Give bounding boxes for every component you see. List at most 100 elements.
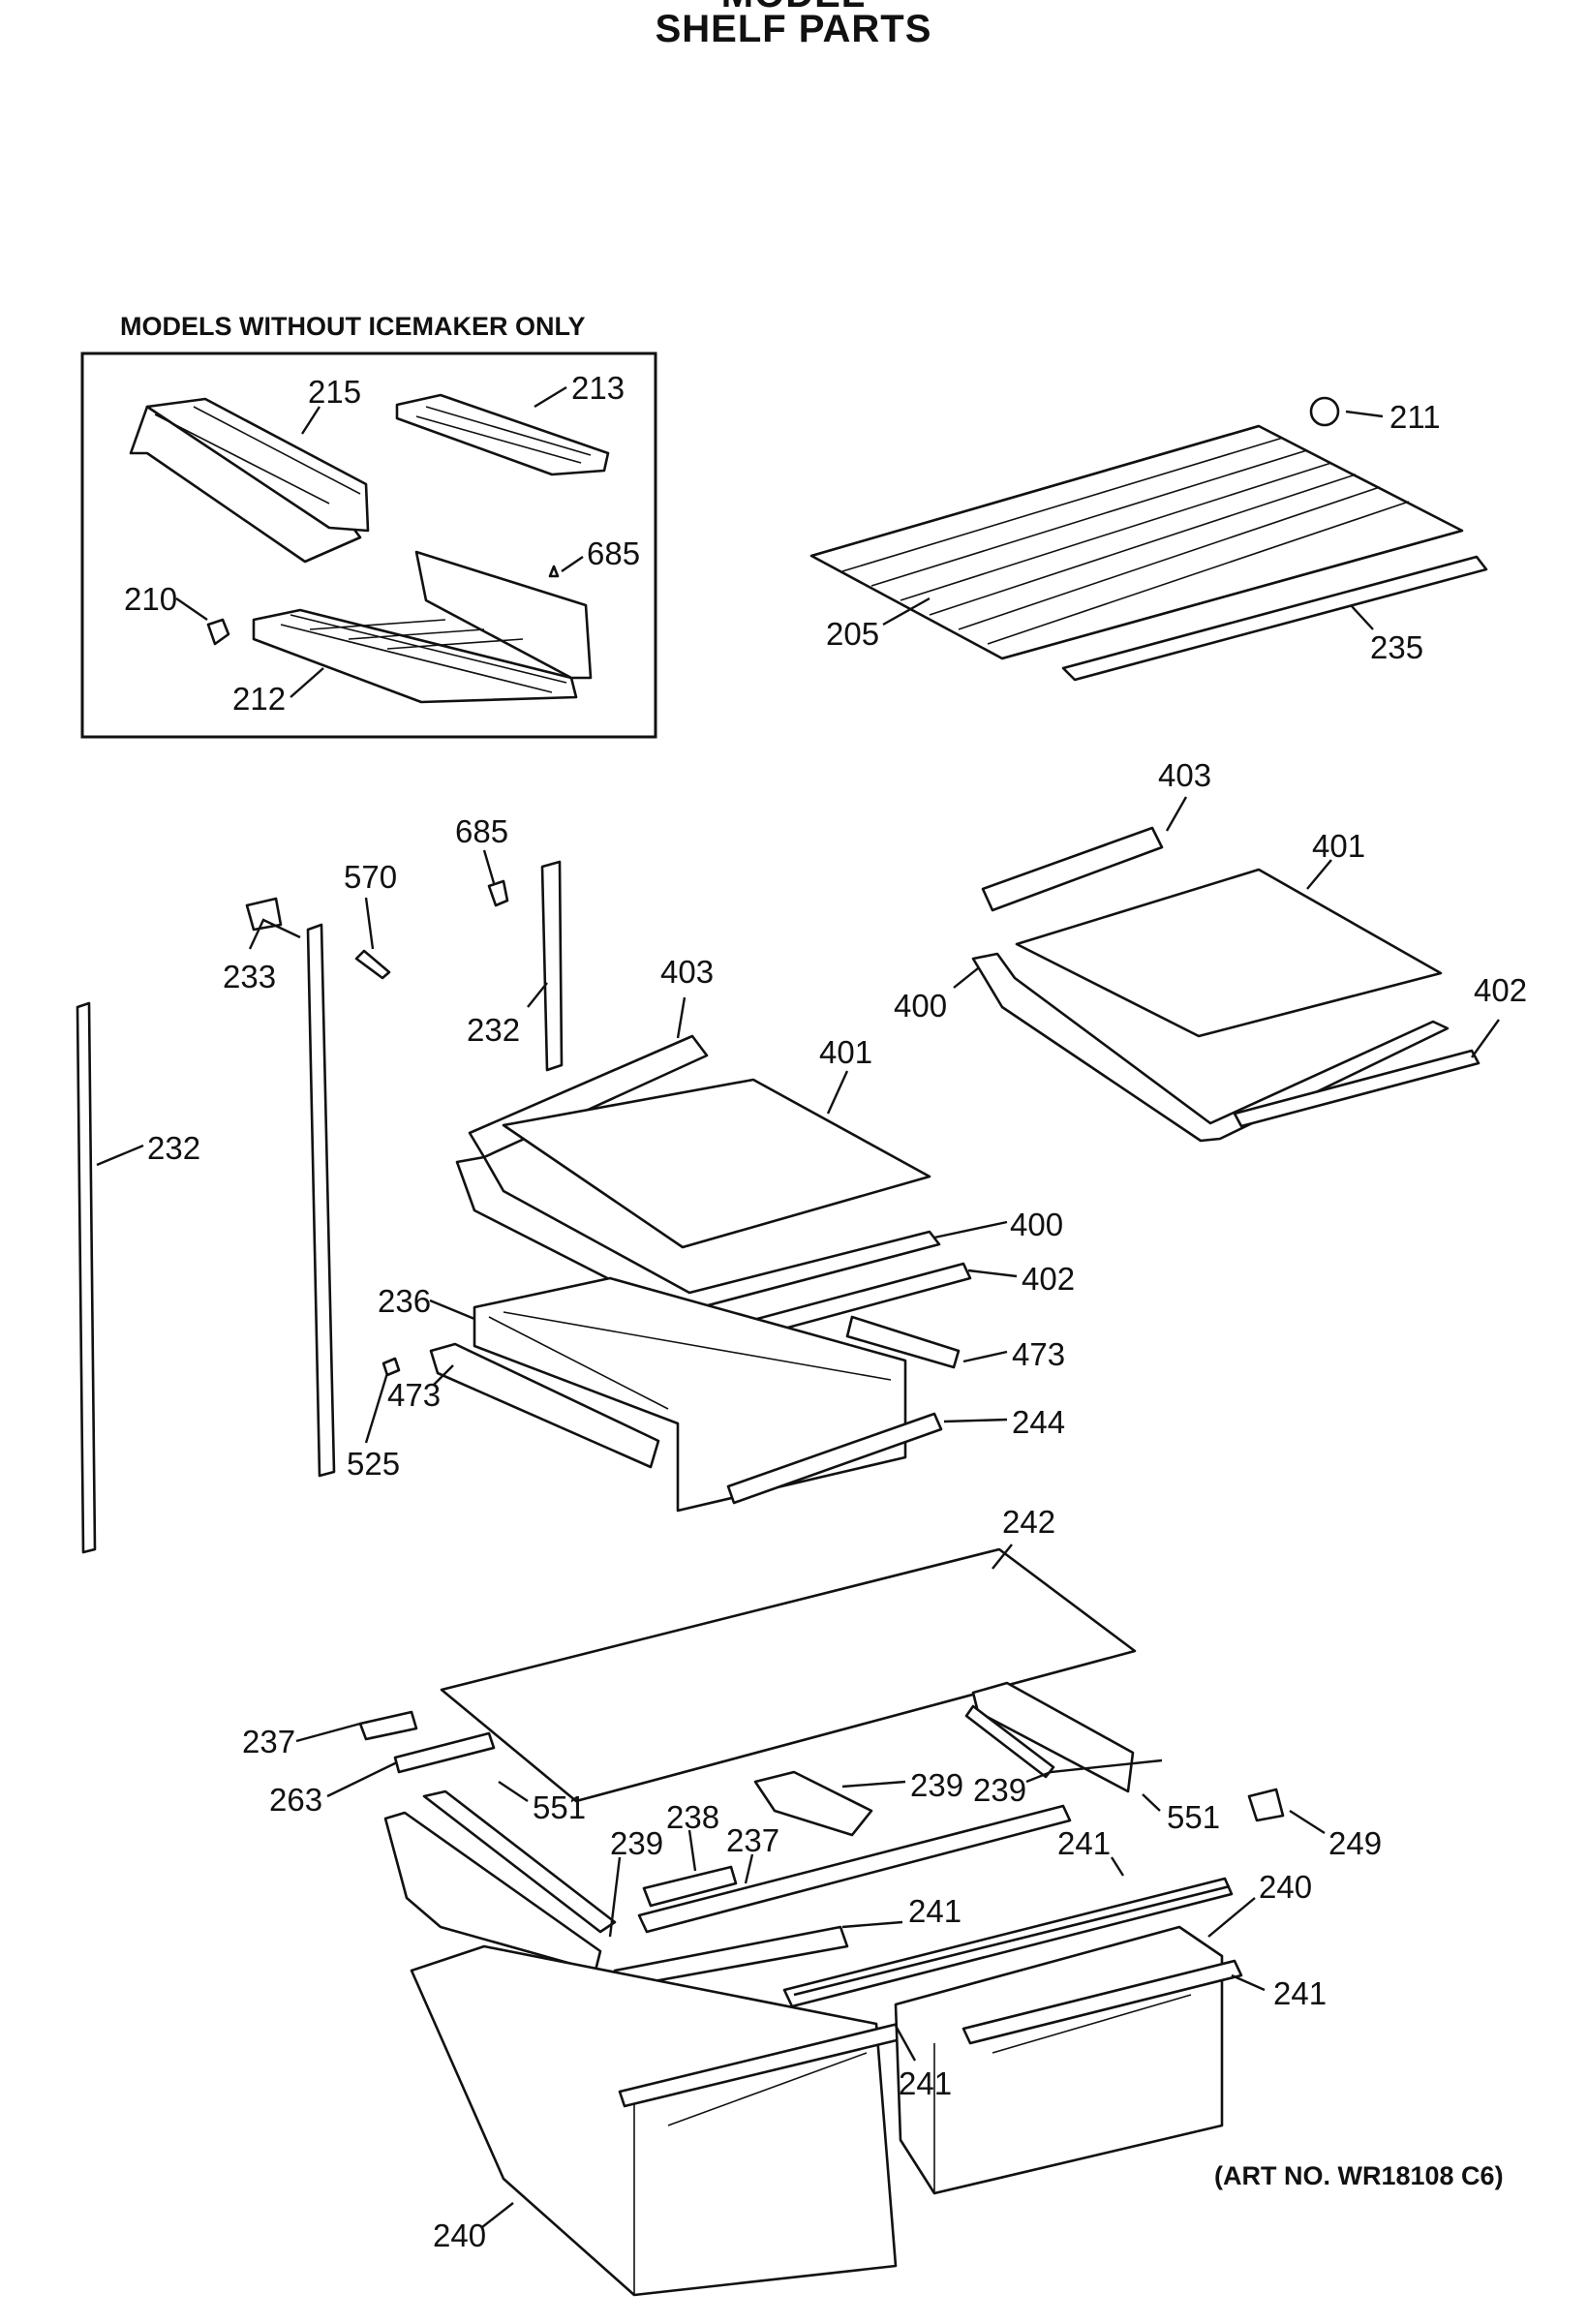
callout-402-mid: 402 <box>1022 1261 1075 1297</box>
part-ice-tray-213 <box>395 393 610 476</box>
inset-caption: MODELS WITHOUT ICEMAKER ONLY <box>120 312 586 341</box>
leader-685a <box>561 556 584 572</box>
callout-210: 210 <box>124 581 177 617</box>
page-title-partial: MODEL <box>0 0 1587 16</box>
callout-232-left: 232 <box>147 1130 200 1166</box>
leader-233 <box>248 918 301 950</box>
callout-242: 242 <box>1002 1504 1055 1540</box>
part-pan-240-right <box>894 1925 1243 2195</box>
part-support-237-front <box>637 1804 1072 1934</box>
leader-402a <box>1471 1019 1500 1058</box>
callout-685: 685 <box>455 813 508 849</box>
part-pan-240-left <box>410 1944 927 2297</box>
callout-570: 570 <box>344 859 397 895</box>
leader-239c <box>1025 1758 1163 1784</box>
callout-244: 244 <box>1012 1404 1065 1440</box>
callout-240-right: 240 <box>1259 1869 1312 1905</box>
callout-241-lower: 241 <box>899 2065 952 2101</box>
art-number: (ART NO. WR18108 C6) <box>1214 2161 1504 2190</box>
callout-473-left: 473 <box>387 1377 441 1413</box>
part-trim-244 <box>726 1412 943 1505</box>
part-trim-235 <box>1061 555 1488 682</box>
leader-237a <box>295 1722 361 1743</box>
part-trim-403-right <box>981 826 1164 912</box>
leader-241b <box>841 1920 903 1929</box>
leader-551a <box>498 1781 529 1802</box>
callout-249: 249 <box>1328 1825 1382 1861</box>
leader-401b <box>826 1070 849 1115</box>
leader-232b <box>96 1144 144 1167</box>
leader-240b <box>481 2202 514 2228</box>
page-title: SHELF PARTS <box>655 8 932 50</box>
leader-213 <box>534 385 567 409</box>
leader-570 <box>364 897 375 950</box>
part-screw-570 <box>354 949 391 980</box>
callout-237-left: 237 <box>242 1724 295 1759</box>
leader-212 <box>290 667 324 698</box>
part-trim-402-right <box>1233 1049 1480 1128</box>
leader-215 <box>300 406 321 435</box>
callout-401-right: 401 <box>1312 828 1365 864</box>
callout-401-mid: 401 <box>819 1034 872 1070</box>
leader-263 <box>326 1760 398 1798</box>
part-support-263 <box>393 1731 496 1774</box>
part-trim-line <box>793 1884 1231 1997</box>
callout-240-left: 240 <box>433 2217 486 2253</box>
leader-239a <box>608 1856 622 1938</box>
callout-205: 205 <box>826 616 879 652</box>
callout-233: 233 <box>223 959 276 994</box>
part-knob-210 <box>206 618 230 646</box>
callout-239-right: 239 <box>973 1772 1026 1808</box>
leader-403b <box>676 996 687 1039</box>
callout-400-mid: 400 <box>1010 1207 1063 1242</box>
part-cover-238 <box>642 1865 738 1908</box>
leader-401a <box>1306 859 1332 890</box>
leader-402b <box>967 1269 1018 1278</box>
callout-241-upper: 241 <box>1057 1825 1111 1861</box>
part-trim-left <box>422 1789 617 1934</box>
callout-213: 213 <box>571 370 625 406</box>
callout-402-right: 402 <box>1474 972 1527 1008</box>
leader-211 <box>1345 410 1384 418</box>
part-screw-685 <box>487 879 509 907</box>
part-glass-242 <box>440 1547 1137 1803</box>
leader-242 <box>992 1544 1013 1570</box>
callout-238: 238 <box>666 1799 719 1835</box>
inset-frame <box>80 352 657 739</box>
callout-685-inset: 685 <box>587 535 640 571</box>
part-frame-400-mid <box>455 1155 941 1311</box>
callout-403-right: 403 <box>1158 757 1211 793</box>
leader-685b <box>482 849 496 884</box>
part-glass-401-right <box>1015 868 1443 1038</box>
leader-244 <box>943 1418 1008 1423</box>
part-bracket-239-center <box>753 1770 873 1837</box>
part-rail-232-top <box>540 860 564 1072</box>
leader-551b <box>1142 1793 1161 1812</box>
callout-237-front: 237 <box>726 1822 779 1858</box>
leader-210 <box>175 597 208 621</box>
callout-241-right: 241 <box>1273 1975 1327 2011</box>
part-bracket-239-right <box>964 1704 1055 1779</box>
part-screw-525 <box>381 1357 401 1377</box>
leader-241d <box>894 2025 917 2062</box>
callout-403-mid: 403 <box>660 954 714 990</box>
leader-400b <box>933 1220 1008 1239</box>
leader-241c <box>1231 1973 1266 1992</box>
part-rail-232-mid <box>306 923 336 1478</box>
callout-239-left: 239 <box>610 1825 663 1861</box>
leader-238 <box>687 1829 697 1872</box>
part-glass-401-mid <box>502 1078 931 1249</box>
callout-232-top: 232 <box>467 1012 520 1048</box>
leader-473a <box>962 1350 1008 1363</box>
callout-525: 525 <box>347 1446 400 1482</box>
leader-249 <box>1289 1809 1326 1835</box>
callout-263: 263 <box>269 1782 322 1818</box>
callout-551-left: 551 <box>533 1789 586 1825</box>
leader-205 <box>882 596 931 627</box>
leader-525 <box>364 1372 389 1444</box>
part-rail-232-left <box>76 1001 97 1554</box>
leader-239b <box>841 1780 906 1789</box>
callout-239-center: 239 <box>910 1767 963 1803</box>
callout-400-right: 400 <box>894 988 947 1024</box>
